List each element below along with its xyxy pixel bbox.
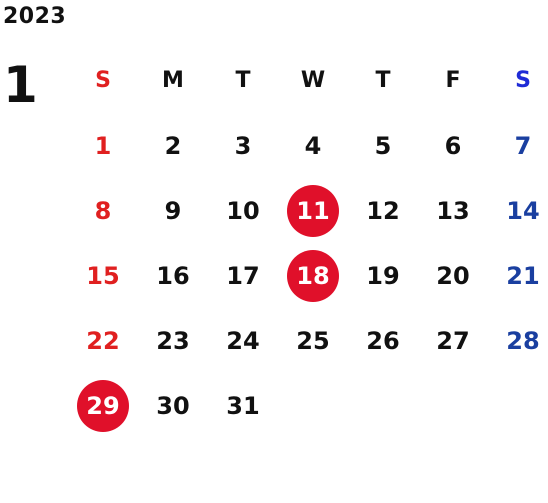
empty-cell xyxy=(278,373,348,438)
day-cell-holiday[interactable]: 18 xyxy=(278,243,348,308)
day-cell[interactable]: 16 xyxy=(156,261,190,290)
day-cell[interactable]: 26 xyxy=(366,326,400,355)
day-cell[interactable]: 27 xyxy=(436,326,470,355)
weekday-header-row: S M T W T F S xyxy=(68,47,548,113)
month-number: 1 xyxy=(3,56,38,114)
weekday-monday: M xyxy=(162,67,184,93)
day-cell[interactable]: 4 xyxy=(304,131,322,160)
week-row-2: 8 9 10 11 12 13 14 xyxy=(68,178,548,243)
holiday-marker: 29 xyxy=(77,379,129,432)
day-cell[interactable]: 14 xyxy=(506,196,540,225)
weekday-tuesday: T xyxy=(235,67,251,93)
day-cell-holiday[interactable]: 11 xyxy=(278,178,348,243)
empty-cell xyxy=(348,373,418,438)
day-cell[interactable]: 10 xyxy=(226,196,260,225)
day-cell[interactable]: 24 xyxy=(226,326,260,355)
day-cell[interactable]: 31 xyxy=(226,391,260,420)
day-cell[interactable]: 30 xyxy=(156,391,190,420)
day-cell[interactable]: 19 xyxy=(366,261,400,290)
weekday-friday: F xyxy=(445,67,461,93)
day-cell[interactable]: 5 xyxy=(374,131,392,160)
weekday-saturday: S xyxy=(515,67,531,93)
day-cell-holiday[interactable]: 29 xyxy=(68,373,138,438)
week-row-3: 15 16 17 18 19 20 21 xyxy=(68,243,548,308)
day-cell[interactable]: 21 xyxy=(506,261,540,290)
week-row-1: 1 2 3 4 5 6 7 xyxy=(68,113,548,178)
day-cell[interactable]: 7 xyxy=(514,131,532,160)
day-cell[interactable]: 28 xyxy=(506,326,540,355)
day-cell[interactable]: 17 xyxy=(226,261,260,290)
weekday-wednesday: W xyxy=(300,67,326,93)
year-label: 2023 xyxy=(3,4,67,29)
day-cell[interactable]: 13 xyxy=(436,196,470,225)
day-cell[interactable]: 23 xyxy=(156,326,190,355)
day-cell[interactable]: 15 xyxy=(86,261,120,290)
weekday-thursday: T xyxy=(375,67,391,93)
weekday-sunday: S xyxy=(95,67,111,93)
week-row-4: 22 23 24 25 26 27 28 xyxy=(68,308,548,373)
empty-cell xyxy=(418,373,488,438)
day-cell[interactable]: 6 xyxy=(444,131,462,160)
day-cell[interactable]: 2 xyxy=(164,131,182,160)
day-cell[interactable]: 22 xyxy=(86,326,120,355)
day-cell[interactable]: 1 xyxy=(94,131,112,160)
day-cell[interactable]: 3 xyxy=(234,131,252,160)
day-cell[interactable]: 12 xyxy=(366,196,400,225)
empty-cell xyxy=(488,373,548,438)
calendar-grid: S M T W T F S 1 2 3 4 5 6 7 8 9 10 11 12… xyxy=(68,47,548,438)
day-cell[interactable]: 20 xyxy=(436,261,470,290)
week-row-5: 29 30 31 xyxy=(68,373,548,438)
holiday-marker: 18 xyxy=(287,249,339,302)
day-cell[interactable]: 25 xyxy=(296,326,330,355)
holiday-marker: 11 xyxy=(287,184,339,237)
day-cell[interactable]: 8 xyxy=(94,196,112,225)
day-cell[interactable]: 9 xyxy=(164,196,182,225)
